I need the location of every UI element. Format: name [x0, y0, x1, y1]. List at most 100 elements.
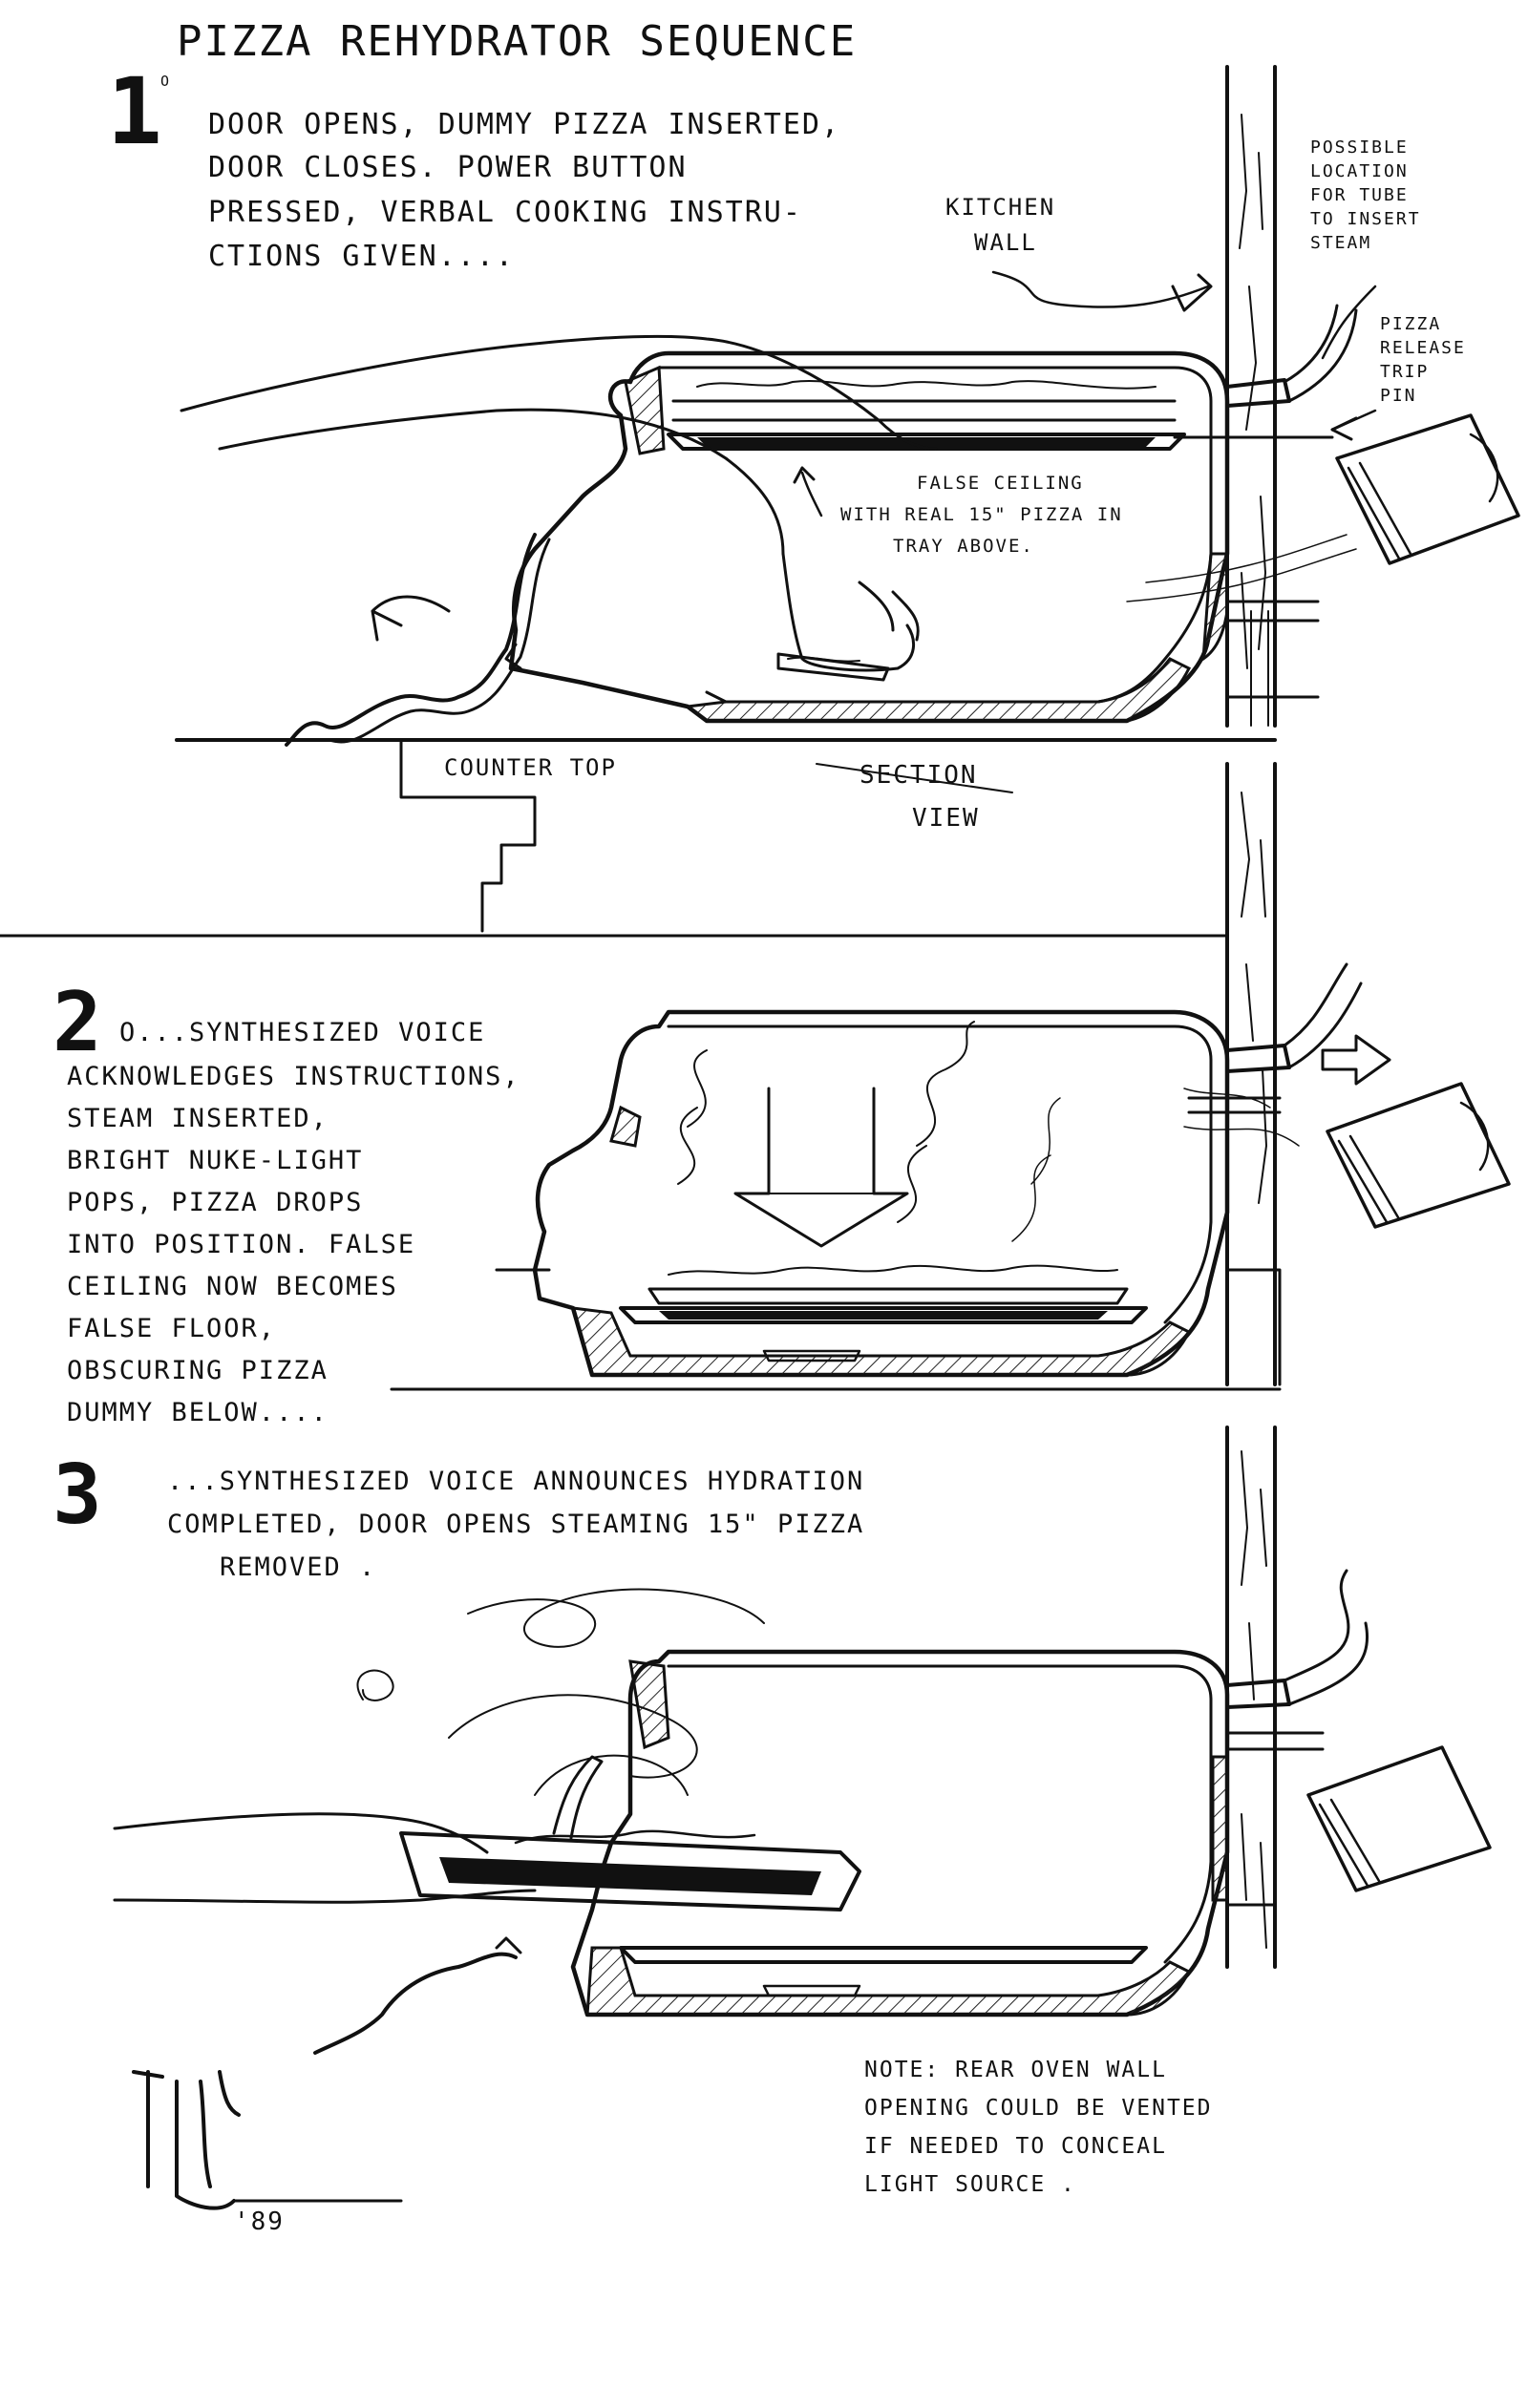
section-view-line-2: view [912, 804, 980, 833]
note-line-3: if needed to conceal [864, 2134, 1167, 2159]
section-view-label: Section view [816, 761, 1013, 833]
pizza-topping [696, 379, 1157, 390]
wall-ledge-3 [1225, 1731, 1325, 1751]
step-3-number: 3 [53, 1447, 104, 1543]
false-floor-shadow [659, 1311, 1108, 1320]
wall-ledge-post [1250, 610, 1269, 727]
note-line-1: Note: rear oven wall [864, 2058, 1167, 2082]
step-2-line-6: into position. False [67, 1230, 415, 1259]
steam-tube-hose-3 [1283, 1569, 1369, 1706]
wood-grain-2 [1241, 792, 1267, 1204]
tube-location-line-1: Possible [1310, 137, 1409, 158]
false-ceiling-plate [667, 433, 1186, 451]
release-pin-line-2: release [1380, 338, 1466, 358]
false-floor-plate-3 [619, 1946, 1148, 1964]
false-ceiling-line-2: with real 15" pizza in [840, 504, 1123, 525]
false-ceiling-label: False ceiling with real 15" pizza in tra… [793, 466, 1123, 557]
dropped-pizza-tray [647, 1287, 1129, 1305]
pizza-steam-rise [552, 1755, 604, 1840]
step-1-line-3: pressed, verbal cooking instru- [208, 196, 802, 229]
kitchen-wall-line-2: wall [974, 229, 1037, 256]
arm-3-upper [113, 1812, 489, 1854]
light-source-housing [1335, 413, 1520, 565]
arm-lower-outline [218, 408, 785, 556]
false-ceiling-arrowhead [793, 466, 816, 484]
wall-ledge [1225, 600, 1320, 623]
oven-hatched-left-wall [624, 365, 666, 455]
note-line-4: light source . [864, 2172, 1076, 2197]
step-1-number: 1 [107, 58, 164, 165]
light-source-frame [1347, 461, 1412, 560]
door-latch-hatch-2 [609, 1105, 642, 1148]
step-2-number: 2 [53, 975, 104, 1070]
removed-pizza-shadow [439, 1857, 821, 1895]
false-ceiling-line-3: tray above. [893, 536, 1034, 557]
release-pin-line-4: pin [1380, 386, 1417, 406]
oven-inner-wall [657, 366, 1213, 704]
step-1-caption: 1 o Door opens, dummy pizza inserted, do… [107, 58, 840, 273]
step-3-oven-section [113, 1426, 1492, 2055]
step-2-line-7: ceiling now becomes [67, 1272, 398, 1301]
tube-location-line-2: location [1310, 161, 1409, 181]
oven-door-swing-inner [328, 538, 551, 744]
false-ceiling-shadow [697, 437, 1156, 447]
steam-plume-3b [448, 1694, 698, 1796]
steam-tube-fitting-2 [1225, 1044, 1291, 1073]
tube-leader [1321, 285, 1377, 360]
oven-inner-wall-3 [667, 1664, 1213, 1964]
steam-plume-3 [356, 1588, 765, 1701]
steam-swirl-3 [1011, 1097, 1061, 1242]
light-source-housing-3 [1306, 1745, 1492, 1892]
steam-tube-fitting-3 [1225, 1679, 1291, 1709]
removed-pizza-tray [399, 1831, 861, 1912]
kitchen-wall-line-1: Kitchen [945, 194, 1055, 221]
door-hinge [504, 643, 522, 670]
light-source-lens-2 [1459, 1101, 1490, 1172]
arm-3-lower [113, 1889, 537, 1904]
oven-inner-wall-2 [667, 1024, 1213, 1324]
light-source-frame-3 [1318, 1798, 1381, 1888]
step-2-line-4: bright nuke-light [67, 1146, 363, 1175]
oven-door-swing [285, 533, 537, 747]
release-pin-label: Pizza release trip pin [1330, 314, 1466, 441]
light-burst-lines [1183, 1088, 1300, 1147]
step-2-line-8: false floor, [67, 1314, 276, 1343]
hand-outline [781, 552, 916, 672]
steam-tube-fitting [1225, 378, 1291, 408]
step-1-line-2: door closes. Power button [208, 151, 688, 184]
dummy-pizza-topping [787, 656, 860, 663]
step-2-line-2: acknowledges instructions, [67, 1062, 520, 1091]
release-pin-line-1: Pizza [1380, 314, 1441, 334]
kitchen-wall-arrowhead [1171, 273, 1213, 312]
dummy-pizza [776, 652, 890, 682]
step-1-oven-section [175, 65, 1520, 933]
step-2-line-5: pops, pizza drops [67, 1188, 363, 1217]
tube-location-line-5: steam [1310, 233, 1371, 253]
dummy-pizza-below-3 [762, 1984, 861, 1997]
wood-grain-3 [1241, 1450, 1267, 1949]
release-pin-line-3: trip [1380, 362, 1429, 382]
removed-pizza-topping [514, 1829, 756, 1845]
steam-tube-hose-2 [1287, 308, 1358, 403]
step-1-line-4: ctions given.... [208, 240, 515, 273]
light-source-housing-2 [1326, 1082, 1511, 1229]
steam-tube-hose-1 [1283, 304, 1339, 384]
hand-fingers [858, 581, 920, 642]
oven-hatched-floor [684, 657, 1192, 723]
step-2-line-1: o...Synthesized voice [119, 1018, 485, 1047]
artist-signature: '89 [132, 2070, 403, 2236]
steam-swirl-2 [897, 1021, 975, 1223]
signature-mark [132, 2070, 241, 2210]
oven-hatched-back-corner [1201, 552, 1229, 662]
tube-location-line-4: to insert [1310, 209, 1421, 229]
note-block: Note: rear oven wall opening could be ve… [864, 2058, 1211, 2197]
oven-door-3 [313, 1952, 518, 2055]
steam-swirl-1 [677, 1049, 708, 1185]
step-3-line-1: ...Synthesized voice announces hydration [167, 1467, 864, 1496]
step-1-line-1: Door opens, dummy pizza inserted, [208, 108, 840, 141]
arm-upper-outline [180, 334, 938, 451]
step-3-caption: 3 ...Synthesized voice announces hydrati… [53, 1447, 864, 1582]
signature-date: '89 [234, 2207, 285, 2236]
step-3-line-2: completed, door opens steaming 15" pizza [167, 1510, 864, 1539]
